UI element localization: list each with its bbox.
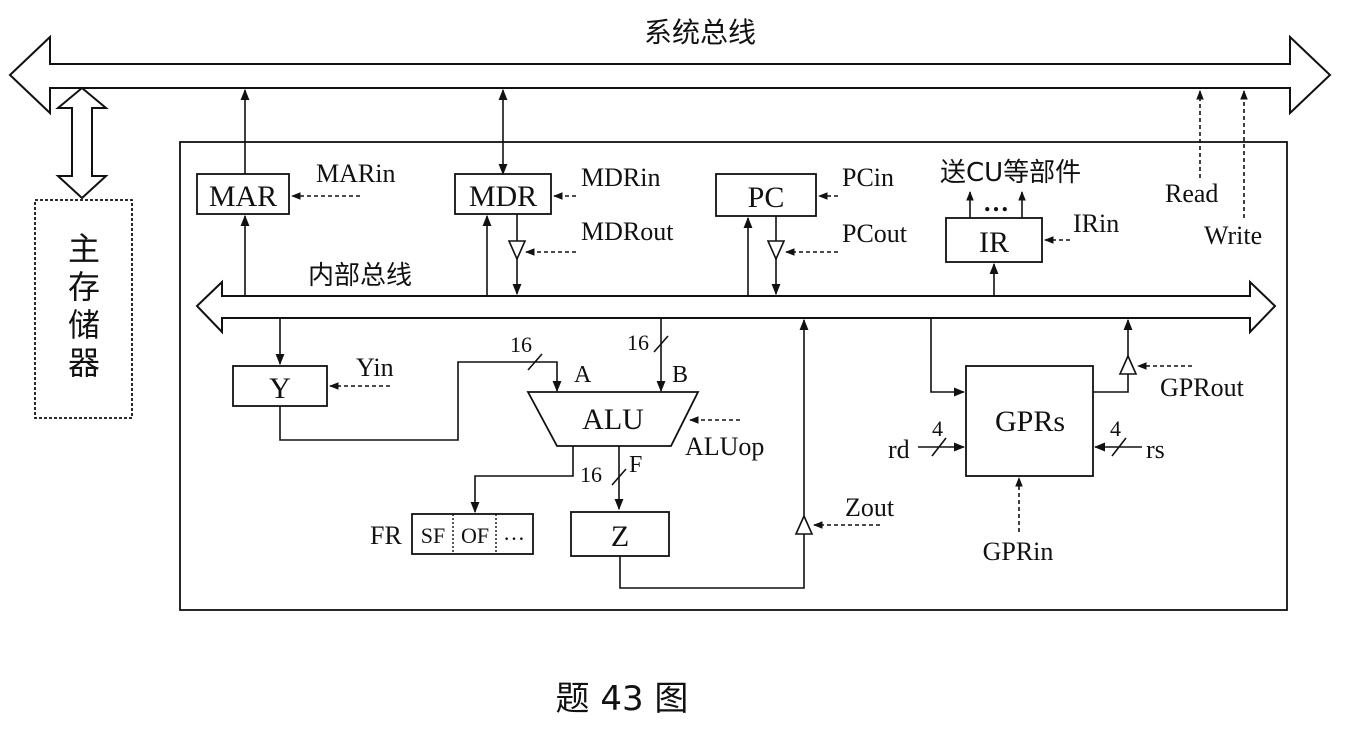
mdr-in-signal: MDRin (581, 163, 660, 192)
alu-port-a: A (574, 362, 592, 388)
main-memory-label: 主 存 储 器 (68, 230, 100, 382)
gprs-register-file (965, 365, 1094, 477)
pc-register (715, 173, 817, 217)
main-memory-box (34, 199, 133, 419)
internal-bus-to-gprs (930, 318, 966, 397)
y-label: Y (269, 372, 291, 405)
z-label: Z (611, 520, 629, 553)
gpr-in-signal: GPRin (983, 537, 1054, 566)
pc-label: PC (748, 181, 785, 214)
fr-flag-sf: SF (421, 523, 445, 548)
mdr-label: MDR (469, 180, 537, 213)
memory-char: 主 (68, 230, 100, 268)
ir-in-signal: IRin (1073, 209, 1119, 238)
write-signal: Write (1204, 221, 1262, 250)
gpr-out-signal: GPRout (1160, 373, 1245, 402)
rd-label: rd (888, 435, 910, 464)
f-width: 16 (580, 462, 602, 487)
rs-width-slash (1111, 437, 1127, 457)
memory-bus-connector (55, 86, 109, 200)
ir-register (945, 217, 1043, 263)
mar-label: MAR (209, 180, 277, 213)
b-width: 16 (627, 330, 649, 355)
internal-bus (195, 279, 1277, 335)
rs-width: 4 (1110, 416, 1121, 441)
pc-out-signal: PCout (842, 219, 908, 248)
alu-port-b: B (672, 362, 688, 388)
rd-width: 4 (932, 416, 943, 441)
ir-label: IR (979, 226, 1009, 259)
b-width-slash (653, 335, 669, 353)
y-in-signal: Yin (356, 353, 394, 382)
internal-bus-label: 内部总线 (308, 261, 412, 291)
pc-out-buffer (766, 240, 786, 261)
figure-caption: 题 43 图 (556, 679, 689, 719)
fr-flag-of: OF (461, 523, 489, 548)
alu-unit (526, 391, 700, 447)
alu-port-f: F (629, 452, 642, 478)
z-out-buffer (794, 514, 814, 535)
mdr-out-buffer (507, 240, 527, 261)
z-out-signal: Zout (845, 493, 895, 522)
mdr-out-signal: MDRout (581, 217, 674, 246)
memory-char: 储 (68, 306, 100, 344)
system-bus-label: 系统总线 (644, 16, 756, 49)
memory-char: 器 (68, 344, 100, 382)
y-to-alu-a-wire (279, 361, 562, 441)
a-width: 16 (510, 332, 532, 357)
fr-flag-more: … (503, 520, 525, 545)
mar-register (196, 173, 290, 215)
gpr-out-buffer (1118, 354, 1138, 375)
system-bus (8, 34, 1332, 116)
z-register (570, 511, 670, 557)
alu-to-fr-wire (470, 446, 574, 514)
ir-to-cu-ellipsis: … (983, 188, 1009, 217)
y-register (232, 365, 328, 407)
rd-width-slash (931, 437, 947, 457)
a-width-slash (527, 353, 543, 371)
mar-in-signal: MARin (316, 159, 395, 188)
rs-label: rs (1146, 435, 1165, 464)
z-out-wire (619, 534, 805, 589)
memory-char: 存 (68, 268, 100, 306)
alu-label: ALU (582, 403, 644, 436)
fr-register (411, 513, 534, 555)
gprs-label: GPRs (995, 405, 1065, 438)
cpu-boundary (179, 141, 1288, 611)
read-signal: Read (1165, 179, 1218, 208)
pc-in-signal: PCin (842, 163, 894, 192)
alu-op-signal: ALUop (685, 432, 764, 461)
to-cu-label: 送CU等部件 (940, 158, 1081, 188)
gpr-out-wire (1093, 374, 1129, 393)
f-width-slash (611, 468, 627, 486)
fr-label: FR (370, 521, 402, 550)
